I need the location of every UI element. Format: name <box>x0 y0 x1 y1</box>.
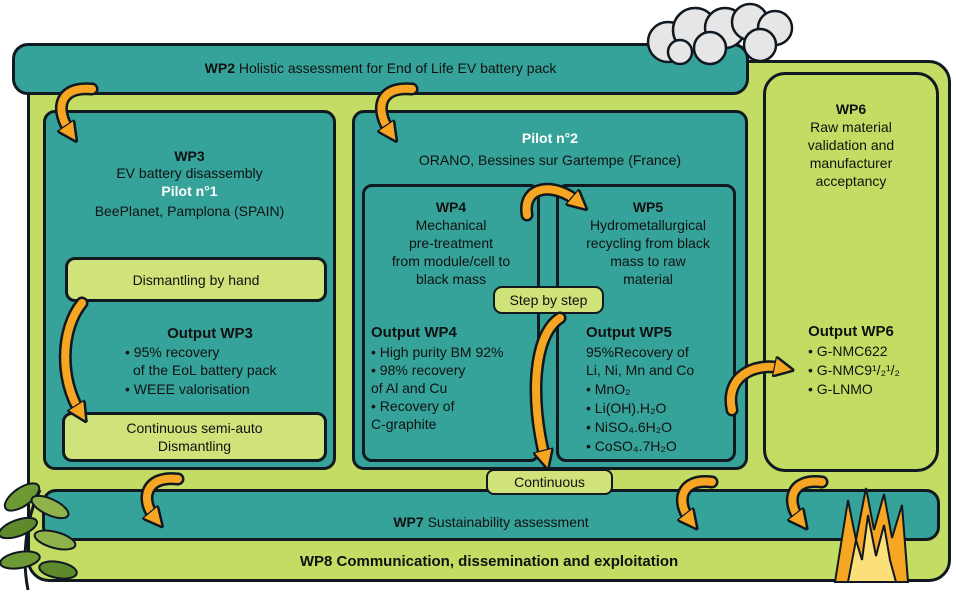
step-dismantling-by-hand <box>65 257 327 302</box>
wp4-line-1: Mechanical <box>415 217 487 233</box>
wp3-title: EV battery disassembly <box>116 165 263 181</box>
wp6-line-3: manufacturer <box>809 155 893 171</box>
wp5-output-6: • CoSO₄.7H₂O <box>586 438 677 454</box>
arrow-icon <box>532 314 564 458</box>
wp3-output-1: • 95% recovery <box>125 344 220 360</box>
arrow-icon <box>682 477 716 520</box>
arrow-icon <box>792 477 826 520</box>
wp4-line-2: pre-treatment <box>408 235 494 251</box>
wp3-location: BeePlanet, Pamplona (SPAIN) <box>94 203 285 219</box>
step-by-step-pill <box>493 286 604 314</box>
pilot2-location: ORANO, Bessines sur Gartempe (France) <box>418 152 682 168</box>
arrow-icon <box>724 360 789 417</box>
wp3-output-2: of the EoL battery pack <box>133 362 277 378</box>
wp6-line-1: Raw material <box>810 119 892 135</box>
arrow-icon <box>61 299 82 412</box>
wp6-line-4: acceptancy <box>815 173 887 189</box>
leaves-icon <box>0 482 78 591</box>
wp6-code: WP6 <box>835 101 867 117</box>
wp5-output-5: • NiSO₄.6H₂O <box>586 419 673 435</box>
wp4-output-title: Output WP4 <box>371 324 457 341</box>
step-dismantling-by-hand-label: Dismantling by hand <box>132 272 260 288</box>
wp3-output-3: • WEEE valorisation <box>125 381 250 397</box>
wp4-output-3: of Al and Cu <box>371 380 448 396</box>
wp4-output-2: • 98% recovery <box>371 362 466 378</box>
wp3-output-title: Output WP3 <box>167 325 253 342</box>
wp4-box <box>362 184 540 462</box>
wp5-output-3: • MnO₂ <box>586 381 631 397</box>
wp8-title: WP8 Communication, dissemination and exp… <box>299 553 679 570</box>
wp6-output-2: • G-NMC9¹/₂¹/₂ <box>808 362 900 378</box>
wp5-output-title: Output WP5 <box>586 324 672 341</box>
continuous-pill <box>486 469 613 495</box>
wp3-pilot: Pilot n°1 <box>161 183 218 199</box>
arrow-icon <box>381 84 416 132</box>
wp5-code: WP5 <box>632 199 664 215</box>
step-continuous-semi-auto <box>62 412 327 462</box>
wp5-output-2: Li, Ni, Mn and Co <box>586 362 695 378</box>
pilot2-label: Pilot n°2 <box>521 130 579 146</box>
arrow-icon <box>61 84 96 132</box>
wp7-title-line: WP7 Sustainability assessment <box>42 514 940 531</box>
flame-icon <box>833 487 910 583</box>
wp3-code: WP3 <box>174 148 205 164</box>
wp5-line-4: material <box>623 271 673 287</box>
step-continuous-semi-auto-line2: Dismantling <box>157 438 232 454</box>
wp5-output-4: • Li(OH).H₂O <box>586 400 667 416</box>
wp5-output-1: 95%Recovery of <box>586 344 689 360</box>
step-continuous-semi-auto-line1: Continuous semi-auto <box>126 420 263 436</box>
wp4-line-4: black mass <box>415 271 487 287</box>
arrow-icon <box>726 367 782 414</box>
wp6-panel <box>763 72 939 472</box>
wp7-code: WP7 <box>393 514 424 530</box>
wp2-code: WP2 <box>204 60 235 76</box>
continuous-label: Continuous <box>514 474 585 490</box>
wp5-box <box>556 184 736 462</box>
wp5-line-3: mass to raw <box>610 253 686 269</box>
wp7-title: Sustainability assessment <box>427 514 589 530</box>
wp2-title: Holistic assessment for End of Life EV b… <box>238 60 557 76</box>
arrow-icon <box>147 474 182 518</box>
wp6-output-1: • G-NMC622 <box>808 343 888 359</box>
wp5-line-2: recycling from black <box>586 235 710 251</box>
wp5-line-1: Hydrometallurgical <box>590 217 706 233</box>
wp6-output-title: Output WP6 <box>808 323 894 340</box>
wp6-output-3: • G-LNMO <box>808 381 873 397</box>
wp4-code: WP4 <box>435 199 467 215</box>
wp4-line-3: from module/cell to <box>391 253 511 269</box>
wp6-line-2: validation and <box>807 137 895 153</box>
wp4-output-5: C-graphite <box>371 416 437 432</box>
arrow-icon <box>522 185 578 219</box>
wp2-title-line: WP2 Holistic assessment for End of Life … <box>12 60 749 77</box>
step-by-step-label: Step by step <box>509 292 588 308</box>
cloud-icon <box>646 2 794 66</box>
wp4-output-4: • Recovery of <box>371 398 455 414</box>
wp4-output-1: • High purity BM 92% <box>371 344 504 360</box>
